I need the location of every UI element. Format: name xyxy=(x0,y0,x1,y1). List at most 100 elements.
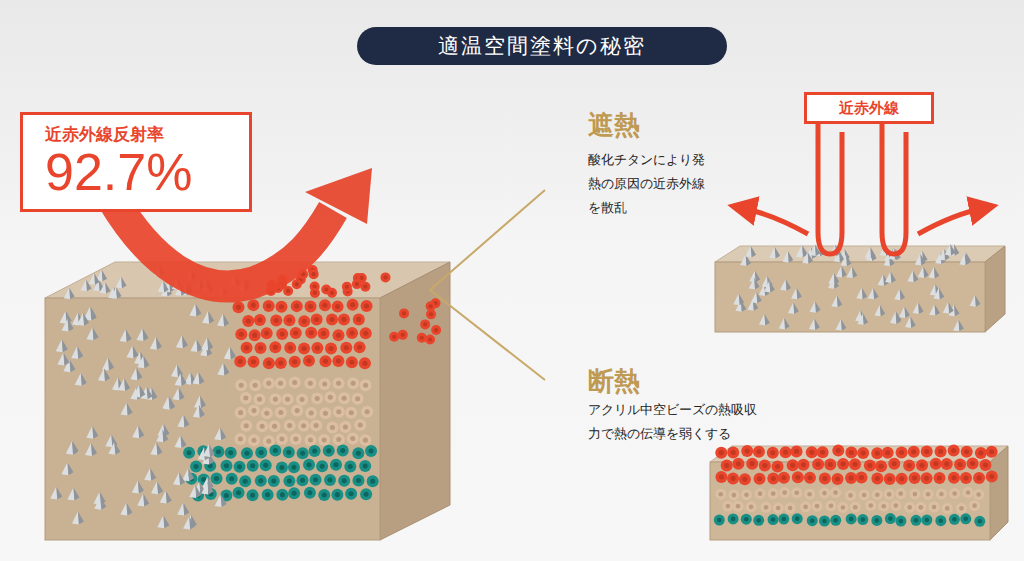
title-text: 適温空間塗料の秘密 xyxy=(438,32,646,60)
hollow-bead xyxy=(336,409,341,414)
hollow-bead xyxy=(279,465,284,470)
reflect-rate-box: 近赤外線反射率92.7% xyxy=(20,112,252,212)
hollow-bead xyxy=(363,285,367,289)
titanium-particle xyxy=(89,273,95,285)
titanium-particle xyxy=(169,397,175,410)
titanium-particle xyxy=(147,386,153,399)
hollow-bead xyxy=(975,447,987,459)
titanium-particle xyxy=(124,378,130,391)
titanium-particle xyxy=(862,288,867,300)
hollow-bead xyxy=(234,433,246,445)
hollow-bead xyxy=(288,461,300,473)
hollow-bead xyxy=(896,447,908,459)
hollow-bead xyxy=(273,448,278,453)
hollow-bead xyxy=(423,322,427,326)
hollow-bead xyxy=(420,336,424,340)
titanium-particle xyxy=(841,319,846,331)
hollow-bead xyxy=(935,515,946,526)
hollow-bead xyxy=(335,304,340,309)
hollow-bead xyxy=(925,518,930,523)
titanium-particle xyxy=(85,443,92,456)
hollow-bead xyxy=(350,330,355,335)
titanium-particle xyxy=(81,279,87,291)
hollow-bead xyxy=(864,459,876,471)
hollow-bead xyxy=(345,407,357,419)
hollow-bead xyxy=(768,488,779,499)
hollow-bead xyxy=(715,489,726,500)
hollow-bead xyxy=(926,492,931,497)
titanium-particle xyxy=(77,346,83,359)
titanium-particle xyxy=(786,279,791,291)
hollow-bead xyxy=(964,449,969,454)
hollow-bead xyxy=(915,502,926,513)
hollow-bead xyxy=(888,458,900,470)
hollow-bead xyxy=(328,395,333,400)
titanium-particle xyxy=(132,425,139,438)
hollow-bead xyxy=(899,476,904,481)
hollow-bead xyxy=(958,462,963,467)
hollow-bead xyxy=(849,476,854,481)
hollow-bead xyxy=(768,514,779,525)
hollow-bead xyxy=(243,395,248,400)
hollow-bead xyxy=(352,474,364,486)
hollow-bead xyxy=(240,392,252,404)
hollow-bead xyxy=(837,458,849,470)
titanium-particle xyxy=(935,304,940,316)
hollow-bead xyxy=(830,515,841,526)
titanium-particle xyxy=(150,337,157,350)
hollow-bead xyxy=(315,346,320,351)
hollow-bead xyxy=(822,519,827,524)
titanium-particle xyxy=(846,255,851,267)
titanium-particle xyxy=(173,387,180,400)
hollow-bead xyxy=(719,492,724,497)
titanium-particle xyxy=(836,266,842,278)
hollow-bead xyxy=(318,489,330,501)
titanium-particle xyxy=(208,311,214,324)
hollow-bead xyxy=(755,488,766,499)
hollow-bead xyxy=(830,487,841,498)
hollow-bead xyxy=(283,446,295,458)
hollow-bead xyxy=(899,519,904,524)
titanium-particle xyxy=(831,295,837,307)
hollow-bead xyxy=(194,464,199,469)
hollow-bead xyxy=(319,355,331,367)
hollow-bead xyxy=(761,502,772,513)
hollow-bead xyxy=(320,464,325,469)
hollow-bead xyxy=(349,360,354,365)
titanium-particle xyxy=(67,462,73,475)
hollow-bead xyxy=(254,393,266,405)
hollow-bead xyxy=(978,450,983,455)
hollow-bead xyxy=(745,449,750,454)
hollow-bead xyxy=(319,299,331,311)
section-body: アクリル中空ビーズの熱吸収 力で熱の伝導を弱くする xyxy=(588,398,788,446)
hollow-bead xyxy=(833,490,838,495)
hollow-bead xyxy=(425,335,435,345)
hollow-bead xyxy=(309,445,321,457)
hollow-bead xyxy=(295,408,300,413)
hollow-bead xyxy=(871,515,882,526)
titanium-particle xyxy=(78,512,84,525)
hollow-bead xyxy=(809,450,814,455)
hollow-bead xyxy=(342,282,352,292)
hollow-bead xyxy=(804,472,816,484)
hollow-bead xyxy=(291,465,296,470)
hollow-bead xyxy=(312,448,317,453)
hollow-bead xyxy=(812,458,824,470)
hollow-bead xyxy=(727,446,739,458)
titanium-particle xyxy=(102,358,109,371)
hollow-bead xyxy=(742,477,747,482)
nir-label: 近赤外線 xyxy=(839,98,899,118)
titanium-particle xyxy=(62,319,69,332)
hollow-bead xyxy=(352,447,364,459)
hollow-bead xyxy=(323,411,328,416)
hollow-bead xyxy=(782,490,787,495)
hollow-bead xyxy=(261,407,273,419)
titanium-particle xyxy=(87,327,94,340)
titanium-particle xyxy=(201,482,208,495)
hollow-bead xyxy=(783,450,788,455)
hollow-bead xyxy=(235,407,247,419)
hollow-bead xyxy=(250,463,255,468)
titanium-particle xyxy=(127,403,133,416)
hollow-bead xyxy=(360,379,372,391)
hollow-bead xyxy=(428,337,432,341)
